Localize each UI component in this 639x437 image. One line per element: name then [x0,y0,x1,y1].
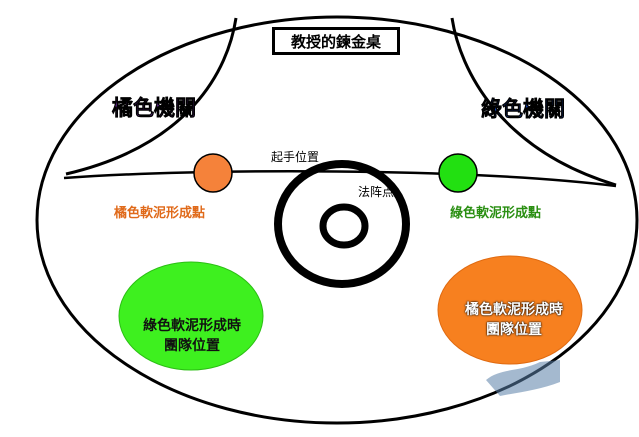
green-team-position-text: 綠色軟泥形成時 團隊位置 [124,316,260,356]
green-team-line1: 綠色軟泥形成時 [143,318,241,334]
orange-team-line1: 橘色軟泥形成時 [465,302,563,318]
green-mechanism-label: 綠色機關 [481,97,566,122]
orange-team-position-text: 橘色軟泥形成時 團隊位置 [446,300,582,340]
room-outline [35,15,639,425]
start-position-label: 起手位置 [271,150,320,164]
orange-team-zone [437,255,583,365]
map-fragment-overlay [486,360,560,396]
formation-point-label: 法阵点 [358,185,395,199]
inner-ring [319,203,369,249]
green-team-zone [118,261,264,371]
right-mechanism-boundary [450,17,617,187]
orange-team-line2: 團隊位置 [486,322,542,338]
orange-point-label: 橘色軟泥形成點 [114,206,206,221]
orange-formation-point [193,153,233,193]
center-divider [63,170,617,188]
page-title: 教授的鍊金桌 [272,27,400,55]
orange-mechanism-label: 橘色機關 [112,96,197,121]
green-formation-point [438,153,478,193]
green-team-line2: 團隊位置 [164,338,220,354]
outer-ring [274,160,410,288]
green-point-label: 綠色軟泥形成點 [450,206,542,221]
left-mechanism-boundary [65,17,238,176]
